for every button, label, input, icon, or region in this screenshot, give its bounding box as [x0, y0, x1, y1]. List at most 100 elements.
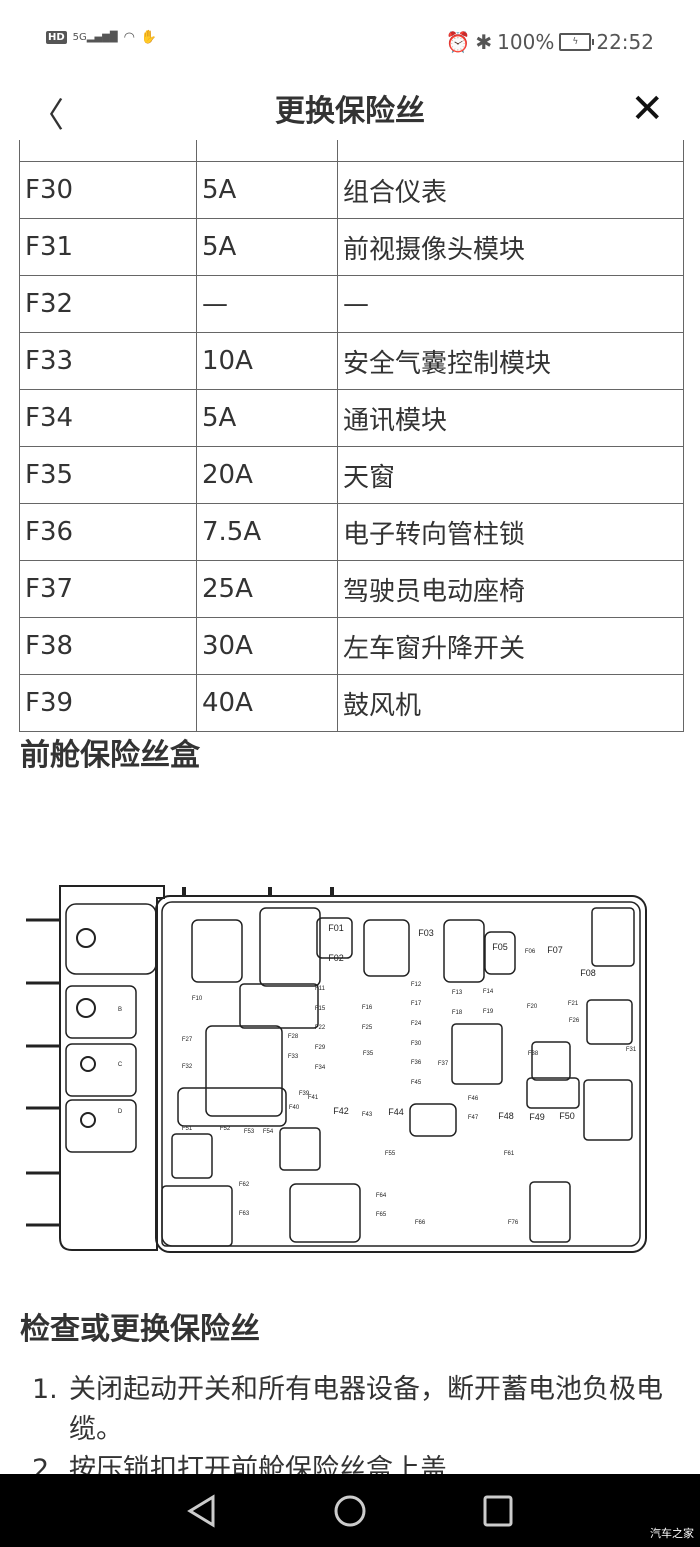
fuse-label-f65: F65 — [376, 1212, 387, 1218]
fuse-label-f41: F41 — [308, 1095, 319, 1101]
fuse-rating: 25A — [196, 560, 338, 618]
fuse-label-f17: F17 — [411, 1001, 422, 1007]
hand-icon: ✋ — [140, 30, 158, 45]
fuse-label-f18: F18 — [452, 1010, 463, 1016]
fuse-label-d: D — [118, 1109, 123, 1115]
fuse-label-f14: F14 — [483, 989, 494, 995]
fuse-label-f22: F22 — [315, 1025, 326, 1031]
fuse-label-f01: F01 — [328, 923, 344, 933]
fuse-label-f38: F38 — [528, 1051, 539, 1057]
fuse-id: F39 — [19, 674, 197, 732]
fuse-label-f55: F55 — [385, 1151, 396, 1157]
fuse-label-f53: F53 — [244, 1129, 255, 1135]
fuse-label-f46: F46 — [468, 1096, 479, 1102]
fuse-label-f19: F19 — [483, 1009, 494, 1015]
fuse-id: F31 — [19, 218, 197, 276]
table-row: F32—— — [19, 275, 684, 333]
fuse-label-f44: F44 — [388, 1107, 404, 1117]
fuse-id: F34 — [19, 389, 197, 447]
fuse-label-f54: F54 — [263, 1129, 274, 1135]
hd-icon: HD — [46, 31, 67, 44]
fuse-label-f66: F66 — [415, 1220, 426, 1226]
fuse-label-f21: F21 — [568, 1001, 579, 1007]
fuse-label-f02: F02 — [328, 953, 344, 963]
fuse-label-f61: F61 — [504, 1151, 515, 1157]
fuse-circuit: 组合仪表 — [337, 161, 684, 219]
fuse-id: F35 — [19, 446, 197, 504]
fuse-rating: 5A — [196, 389, 338, 447]
circle-home-icon[interactable] — [333, 1494, 367, 1528]
fuse-label-f51: F51 — [182, 1126, 193, 1132]
close-icon[interactable]: ✕ — [630, 86, 664, 132]
fuse-circuit: 天窗 — [337, 446, 684, 504]
watermark: 汽车之家 — [650, 1527, 694, 1540]
fuse-label-f33: F33 — [288, 1054, 299, 1060]
fuse-circuit: 前视摄像头模块 — [337, 218, 684, 276]
fuse-label-f39: F39 — [299, 1091, 310, 1097]
fuse-label-f63: F63 — [239, 1211, 250, 1217]
fuse-rating: — — [196, 275, 338, 333]
status-bar: HD 5G▂▄▆█ ◠ ✋ ⏰ ✱ 100% ϟ 22:52 — [0, 0, 700, 80]
fuse-label-f36: F36 — [411, 1060, 422, 1066]
fuse-label-f62: F62 — [239, 1182, 250, 1188]
fuse-id: F33 — [19, 332, 197, 390]
section-title-fusebox: 前舱保险丝盒 — [20, 738, 200, 773]
fuse-rating: 10A — [196, 332, 338, 390]
fuse-label-f15: F15 — [315, 1006, 326, 1012]
fuse-label-f50: F50 — [559, 1111, 575, 1121]
fuse-label-f34: F34 — [315, 1065, 326, 1071]
fuse-label-f26: F26 — [569, 1018, 580, 1024]
fuse-label-f76: F76 — [508, 1220, 519, 1226]
battery-percent: 100% — [497, 30, 555, 54]
fuse-label-f07: F07 — [547, 945, 563, 955]
fuse-label-f05: F05 — [492, 942, 508, 952]
fuse-label-f42: F42 — [333, 1106, 349, 1116]
fuse-label-f06: F06 — [525, 949, 536, 955]
fuse-label-f16: F16 — [362, 1005, 373, 1011]
fuse-label-f08: F08 — [580, 968, 596, 978]
fuse-rating: 7.5A — [196, 503, 338, 561]
fuse-label-f35: F35 — [363, 1051, 374, 1057]
fuse-circuit: 鼓风机 — [337, 674, 684, 732]
fuse-label-f37: F37 — [438, 1061, 449, 1067]
fuse-circuit: — — [337, 275, 684, 333]
fuse-id: F38 — [19, 617, 197, 675]
fuse-label-f47: F47 — [468, 1115, 479, 1121]
fuse-id: F32 — [19, 275, 197, 333]
page-title: 更换保险丝 — [275, 94, 425, 129]
fuse-label-f03: F03 — [418, 928, 434, 938]
fuse-label-f10: F10 — [192, 996, 203, 1002]
navigation-bar: 汽车之家 — [0, 1474, 700, 1547]
fuse-label-f31: F31 — [626, 1047, 637, 1053]
fuse-label-f52: F52 — [220, 1126, 231, 1132]
fuse-label-f29: F29 — [315, 1045, 326, 1051]
header: 〈 更换保险丝 ✕ — [0, 80, 700, 140]
fuse-id: F37 — [19, 560, 197, 618]
fuse-label-f28: F28 — [288, 1034, 299, 1040]
table-row-partial — [19, 140, 684, 162]
fuse-rating: 30A — [196, 617, 338, 675]
fuse-rating: 40A — [196, 674, 338, 732]
fuse-label-f45: F45 — [411, 1080, 422, 1086]
fuse-circuit: 左车窗升降开关 — [337, 617, 684, 675]
fuse-rating: 20A — [196, 446, 338, 504]
triangle-back-icon[interactable] — [185, 1494, 217, 1528]
wifi-icon: ◠ — [123, 30, 135, 45]
fuse-rating: 5A — [196, 218, 338, 276]
square-recents-icon[interactable] — [483, 1494, 513, 1528]
fuse-label-c: C — [118, 1062, 123, 1068]
fuse-label-f27: F27 — [182, 1037, 193, 1043]
fuse-label-f32: F32 — [182, 1064, 193, 1070]
fuse-label-f48: F48 — [498, 1111, 514, 1121]
chevron-left-icon[interactable]: 〈 — [30, 96, 64, 136]
